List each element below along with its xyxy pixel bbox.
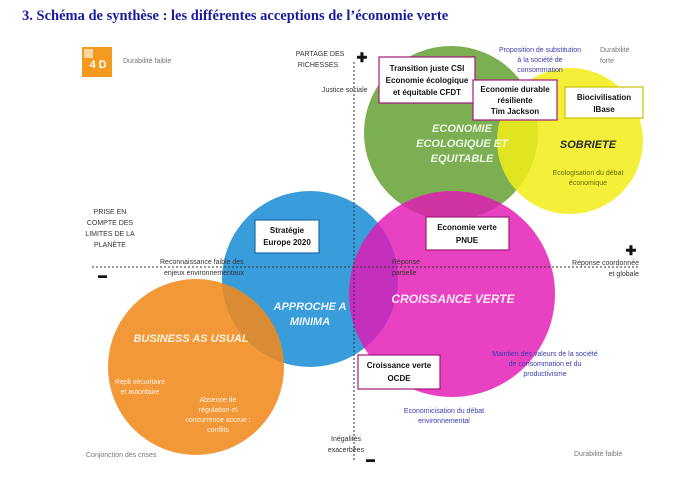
boxes: Transition juste CSI Economie écologique…	[254, 56, 644, 390]
box-ocde: Croissance verte OCDE	[357, 354, 441, 390]
center-label-2: partielle	[392, 270, 417, 277]
note-absence-2: régulation et	[199, 407, 238, 414]
top-axis-label-2: RICHESSES	[298, 62, 339, 69]
page-title: 3. Schéma de synthèse : les différentes …	[22, 8, 449, 24]
note-sobriete-2: économique	[569, 180, 607, 187]
orange-circle	[108, 279, 284, 455]
note-absence-4: conflits	[207, 427, 229, 434]
svg-text:Stratégie: Stratégie	[270, 226, 305, 235]
svg-text:Economie écologique: Economie écologique	[386, 76, 469, 85]
note-absence-1: Absence de	[200, 397, 237, 404]
left-inner-label-1: Reconnaissance faible des	[160, 259, 244, 266]
blue-title-2: MINIMA	[290, 316, 330, 328]
corner-bottom-right: Durabilité faible	[574, 451, 622, 458]
box-jackson: Economie durable résiliente Tim Jackson	[472, 79, 558, 121]
corner-bottom-left: Conjonction des crises	[86, 452, 157, 459]
box-csi: Transition juste CSI Economie écologique…	[378, 56, 476, 104]
circle-titles: ECONOMIE ECOLOGIQUE ET EQUITABLE SOBRIET…	[133, 123, 616, 345]
bottom-minus: ▬	[366, 454, 375, 464]
box-pnue: Economie verte PNUE	[425, 216, 510, 251]
green-title-3: EQUITABLE	[431, 153, 494, 165]
green-title-2: ECOLOGIQUE ET	[416, 138, 509, 150]
left-axis-label-1: PRISE EN	[94, 209, 127, 216]
corner-top-left: Durabilité faible	[123, 58, 171, 65]
logo-text: 4 D	[89, 59, 106, 71]
svg-text:OCDE: OCDE	[387, 374, 411, 383]
note-substitution-2: à la société de	[517, 57, 562, 64]
svg-text:Economie verte: Economie verte	[437, 223, 497, 232]
notes: Proposition de substitution à la société…	[115, 47, 624, 434]
svg-text:et équitable CFDT: et équitable CFDT	[393, 88, 461, 97]
svg-text:résiliente: résiliente	[497, 96, 533, 105]
note-maintien-2: de consommation et du	[509, 361, 582, 368]
center-label-1: Réponse	[392, 259, 420, 266]
svg-text:Transition juste CSI: Transition juste CSI	[390, 64, 465, 73]
note-maintien-1: Maintien des valeurs de la société	[492, 351, 598, 358]
left-axis-label-4: PLANÈTE	[94, 240, 126, 249]
box-ibase: Biocivilisation IBase	[564, 86, 644, 119]
magenta-title: CROISSANCE VERTE	[391, 292, 515, 306]
left-minus: ▬	[98, 270, 107, 280]
note-substitution-3: consommation	[517, 67, 563, 74]
note-ecologisation-2: environnemental	[418, 418, 470, 425]
right-plus: ✚	[626, 243, 637, 258]
corner-top-right-2: forte	[600, 58, 614, 65]
note-maintien-3: productivisme	[523, 371, 566, 378]
axis-labels: PARTAGE DES RICHESSES ✚ Justice sociale …	[85, 50, 639, 464]
svg-text:Tim Jackson: Tim Jackson	[491, 107, 539, 116]
yellow-title: SOBRIETE	[560, 139, 617, 151]
right-inner-label-1: Réponse coordonnée	[572, 260, 639, 267]
left-axis-label-3: LIMITES DE LA	[85, 231, 135, 238]
svg-text:Croissance verte: Croissance verte	[367, 361, 432, 370]
top-axis-label-1: PARTAGE DES	[296, 51, 345, 58]
corner-top-right-1: Durabilité	[600, 47, 630, 54]
green-title-1: ECONOMIE	[432, 123, 493, 135]
note-ecologisation-1: Economicisation du débat	[404, 408, 484, 415]
svg-text:PNUE: PNUE	[456, 236, 479, 245]
left-axis-label-2: COMPTE DES	[87, 220, 134, 227]
svg-text:IBase: IBase	[593, 105, 615, 114]
orange-title: BUSINESS AS USUAL	[133, 333, 248, 345]
note-absence-3: concurrence accrue :	[185, 417, 250, 424]
axes	[92, 62, 640, 460]
left-inner-label-2: enjeux environnementaux	[164, 270, 245, 277]
svg-text:Economie durable: Economie durable	[480, 85, 550, 94]
svg-text:Europe 2020: Europe 2020	[263, 238, 311, 247]
note-repli-1: Repli sécuritaire	[115, 379, 165, 386]
note-repli-2: et autoritaire	[121, 389, 160, 396]
box-europe: Stratégie Europe 2020	[254, 219, 320, 254]
top-plus: ✚	[357, 50, 368, 65]
blue-title-1: APPROCHE A	[273, 301, 347, 313]
note-sobriete-1: Ecologisation du débat	[553, 170, 624, 177]
right-inner-label-2: et globale	[609, 271, 639, 278]
circles	[108, 46, 643, 455]
logo: 4 D	[82, 47, 112, 77]
bottom-axis-label-1: Inégalités	[331, 436, 361, 443]
justice-sociale: Justice sociale	[322, 87, 368, 94]
corner-labels: Durabilité faible Durabilité forte Conjo…	[86, 47, 630, 459]
bottom-axis-label-2: exacerbées	[328, 447, 365, 454]
note-substitution-1: Proposition de substitution	[499, 47, 581, 54]
svg-text:Biocivilisation: Biocivilisation	[577, 93, 631, 102]
